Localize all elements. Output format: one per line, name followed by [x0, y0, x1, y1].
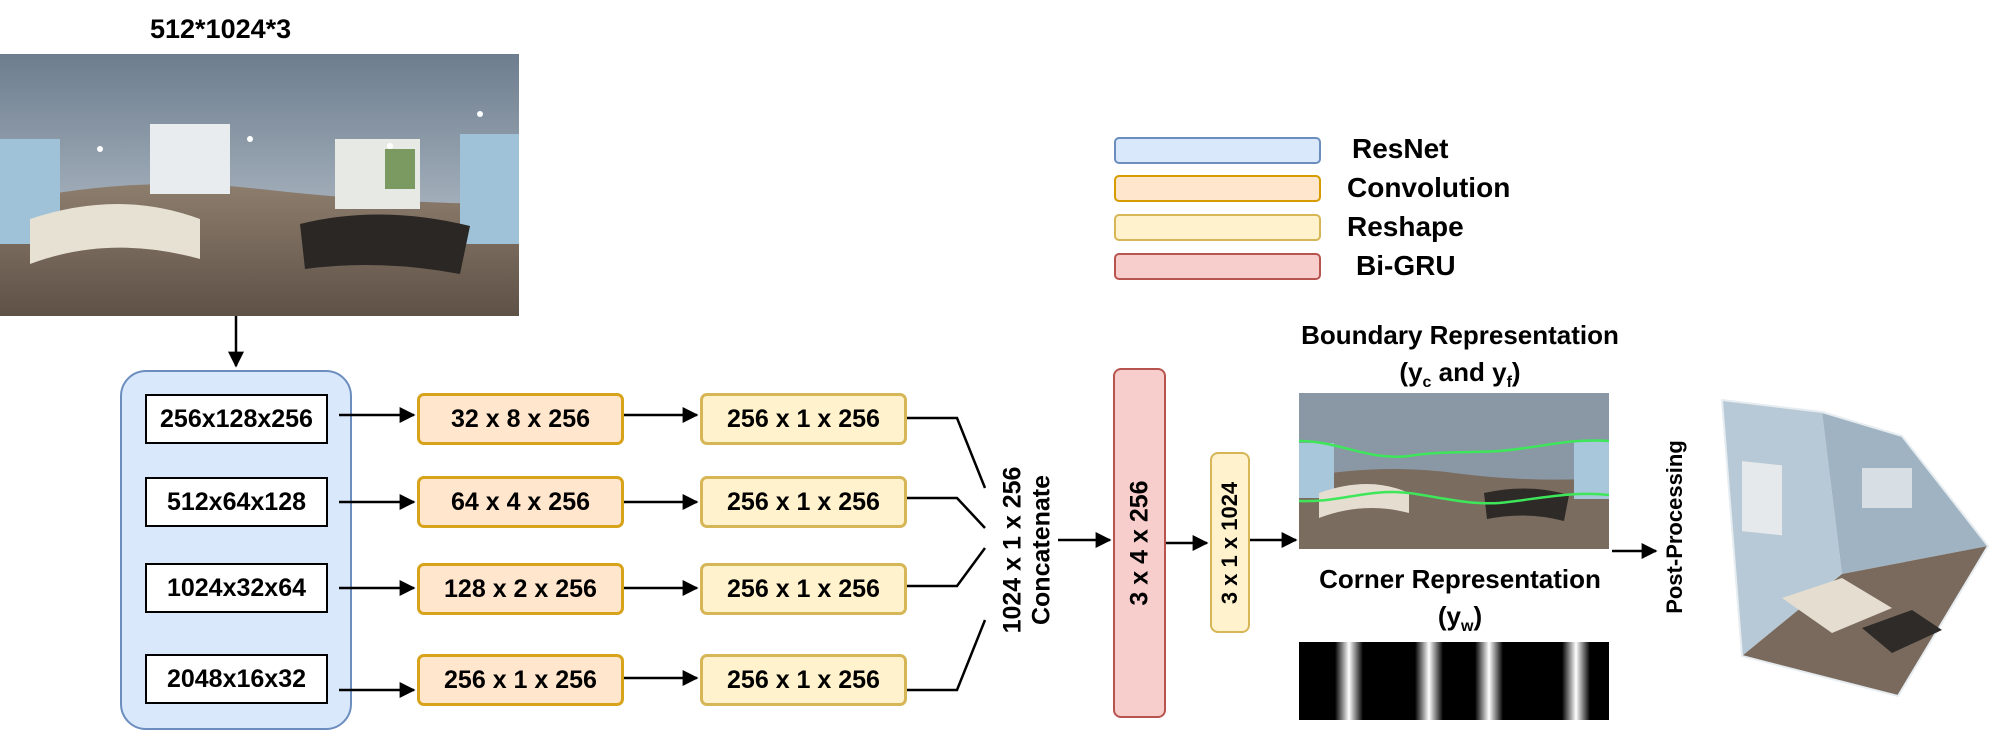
connector-reshape-to-concat [907, 619, 987, 692]
connector-reshape-to-concat [907, 547, 987, 588]
bigru-block [1113, 368, 1166, 718]
conv-output-box: 128 x 2 x 256 [417, 563, 624, 615]
reshape-output-box: 256 x 1 x 256 [700, 476, 907, 528]
input-panorama-image [0, 54, 519, 316]
legend-label-bigru: Bi-GRU [1356, 250, 1456, 281]
conv-output-box: 32 x 8 x 256 [417, 393, 624, 445]
output-reshape-block [1210, 452, 1250, 633]
conv-output-box: 256 x 1 x 256 [417, 654, 624, 706]
input-dims-label: 512*1024*3 [150, 14, 292, 44]
boundary-panorama-image [1299, 393, 1609, 549]
resnet-feature-box: 1024x32x64 [145, 563, 328, 613]
boundary-subtitle: (yc and yf) [1399, 357, 1521, 392]
legend-label-convolution: Convolution [1347, 172, 1511, 203]
legend-swatch-bigru [1114, 253, 1321, 280]
reshape-output-box: 256 x 1 x 256 [700, 563, 907, 615]
legend-label-reshape: Reshape [1347, 211, 1464, 242]
legend-swatch-convolution [1114, 175, 1321, 202]
resnet-feature-box: 256x128x256 [145, 394, 328, 444]
legend-swatch-resnet [1114, 137, 1321, 164]
corner-map-image [1299, 642, 1609, 720]
corner-subtitle: (yw) [1437, 601, 1483, 636]
boundary-title: Boundary Representation [1301, 320, 1619, 350]
room-3d-layout-image [1712, 398, 2000, 698]
corner-title: Corner Representation [1319, 564, 1601, 594]
reshape-output-box: 256 x 1 x 256 [700, 393, 907, 445]
legend-label-resnet: ResNet [1352, 133, 1449, 164]
connector-reshape-to-concat [907, 416, 987, 489]
resnet-feature-box: 2048x16x32 [145, 654, 328, 704]
legend-swatch-reshape [1114, 214, 1321, 241]
resnet-feature-box: 512x64x128 [145, 477, 328, 527]
connector-reshape-to-concat [907, 496, 986, 529]
conv-output-box: 64 x 4 x 256 [417, 476, 624, 528]
reshape-output-box: 256 x 1 x 256 [700, 654, 907, 706]
